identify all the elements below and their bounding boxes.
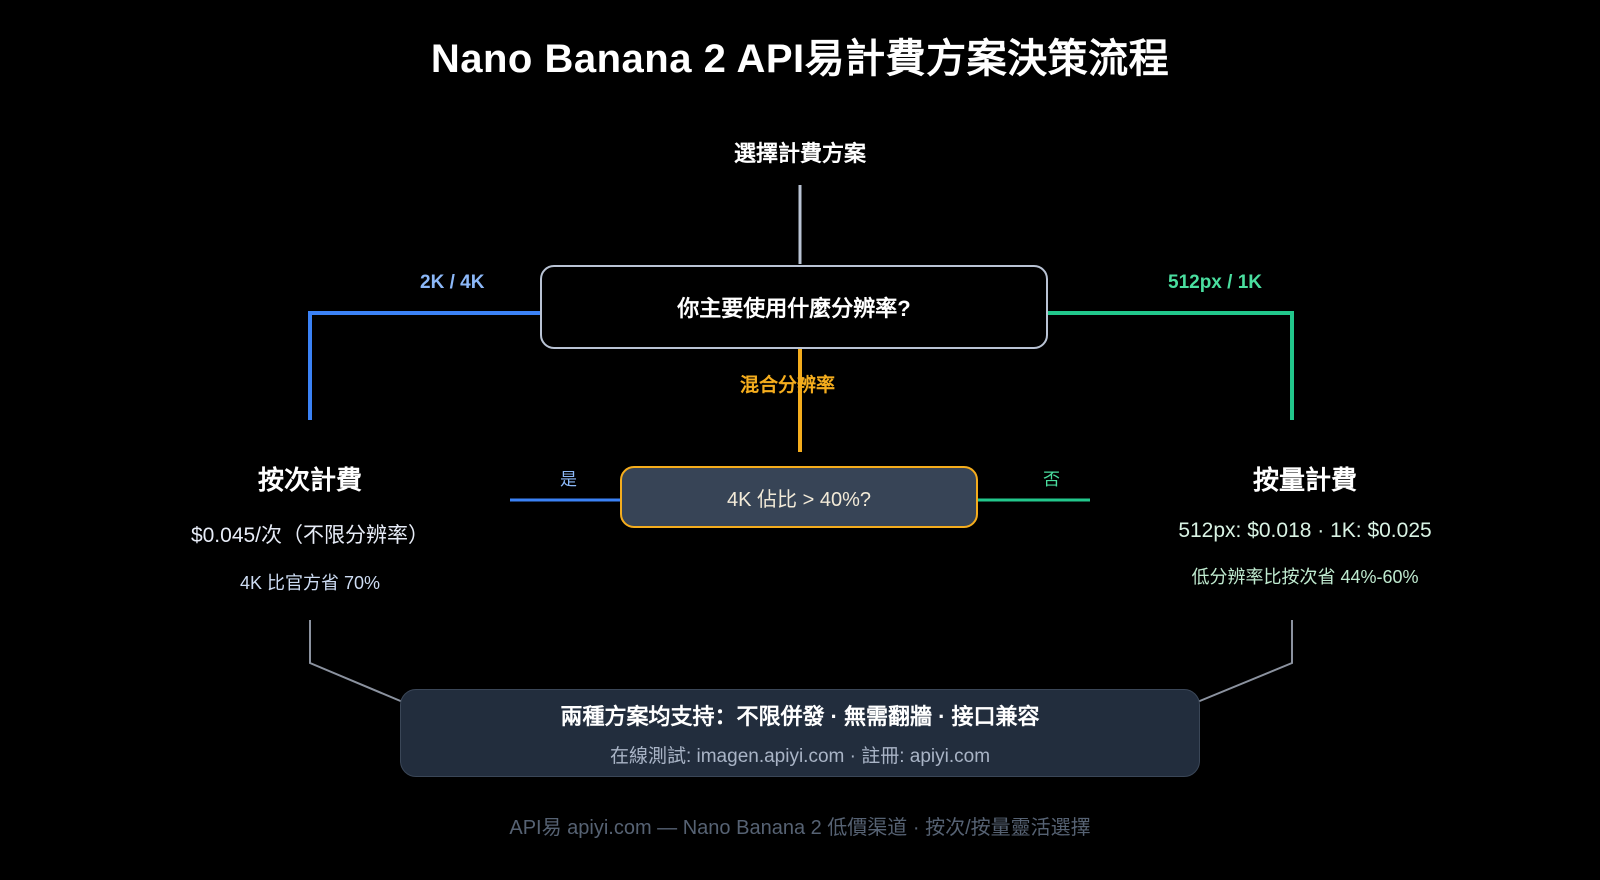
wire-q1-to-percall (308, 311, 540, 420)
edge-label-right-branch: 512px / 1K (1168, 272, 1262, 293)
outcome-per-usage-saving: 低分辨率比按次省 44%-60% (1191, 567, 1419, 587)
summary-panel-sub: 在線測試: imagen.apiyi.com · 註冊: apiyi.com (609, 745, 991, 767)
outcome-per-call-price: $0.045/次（不限分辨率） (190, 524, 430, 547)
edge-label-yes: 是 (560, 470, 577, 489)
edge-label-left-branch: 2K / 4K (420, 272, 485, 293)
node-outcome-per-usage: 按量計費 512px: $0.018 · 1K: $0.025 低分辨率比按次省… (1095, 460, 1515, 589)
node-outcome-per-call: 按次計費 $0.045/次（不限分辨率） 4K 比官方省 70% (100, 460, 520, 595)
node-summary-panel: 兩種方案均支持：不限併發 · 無需翻牆 · 接口兼容 在線測試: imagen.… (400, 689, 1200, 777)
wire-q1-to-perusage (1048, 311, 1294, 420)
node-decision-resolution[interactable]: 你主要使用什麼分辨率? (540, 265, 1048, 349)
outcome-per-call-heading: 按次計費 (257, 465, 362, 495)
summary-panel-main: 兩種方案均支持：不限併發 · 無需翻牆 · 接口兼容 (560, 703, 1040, 729)
node-decision-ratio[interactable]: 4K 佔比 > 40%? (620, 466, 978, 528)
outcome-per-usage-price: 512px: $0.018 · 1K: $0.025 (1178, 519, 1432, 542)
edge-label-mixed-branch: 混合分辨率 (740, 375, 836, 396)
wire-percall-to-summary (309, 620, 411, 706)
node-start-label: 選擇計費方案 (733, 141, 866, 166)
wire-perusage-to-summary (1189, 620, 1293, 706)
outcome-per-usage-heading: 按量計費 (1252, 465, 1357, 495)
outcome-per-call-saving: 4K 比官方省 70% (239, 573, 381, 593)
footnote: API易 apiyi.com — Nano Banana 2 低價渠道 · 按次… (509, 817, 1091, 839)
node-decision-resolution-label: 你主要使用什麼分辨率? (677, 296, 911, 321)
page-title: Nano Banana 2 API易計費方案決策流程 (430, 37, 1170, 81)
node-decision-ratio-label: 4K 佔比 > 40%? (727, 488, 871, 511)
edge-label-no: 否 (1043, 470, 1060, 489)
